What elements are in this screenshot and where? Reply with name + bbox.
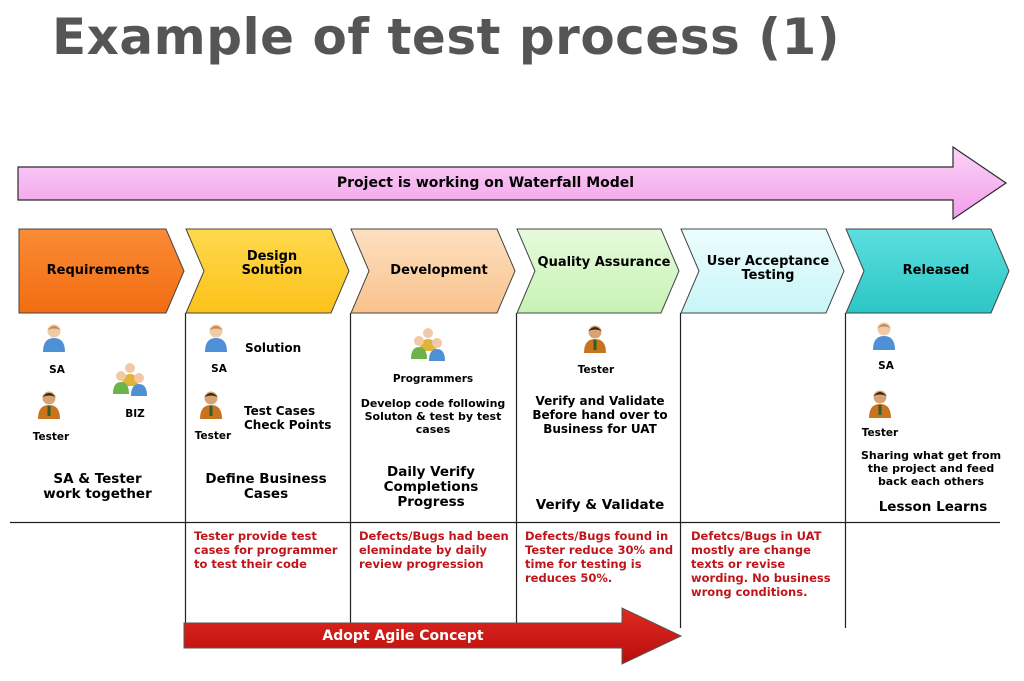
development-summary: Daily Verify Completions Progress: [383, 464, 479, 510]
person-icon-tester-qa: [584, 325, 606, 353]
phase-label-uat: User Acceptance Testing: [706, 254, 830, 283]
phase-label-qa: Quality Assurance: [537, 255, 671, 270]
group-icon-programmers: [411, 328, 445, 361]
page-title: Example of test process (1): [52, 8, 841, 66]
agile-arrow-label: Adopt Agile Concept: [322, 628, 484, 644]
person-icon-tester-design: [200, 391, 222, 419]
phase-released-chevron: [845, 228, 1010, 314]
phase-qa-chevron: [516, 228, 680, 314]
phase-uat-chevron: [680, 228, 845, 314]
sa-label: SA: [211, 363, 227, 375]
qa-summary: Verify & Validate: [535, 497, 665, 513]
person-icon-sa-requirements: [43, 324, 65, 352]
development-note: Defects/Bugs had been elemindate by dail…: [359, 529, 509, 571]
tester-label: Tester: [861, 427, 899, 439]
phase-design-chevron: [185, 228, 350, 314]
waterfall-arrow-label: Project is working on Waterfall Model: [336, 175, 635, 191]
phase-label-design: Design Solution: [241, 249, 303, 278]
sa-label: SA: [878, 360, 894, 372]
waterfall-arrow: [17, 145, 1008, 221]
person-icon-sa-design: [205, 324, 227, 352]
sa-label: SA: [49, 364, 65, 376]
solution-label: Solution: [245, 341, 302, 355]
programmers-label: Programmers: [392, 373, 474, 385]
test-cases-label: Test Cases Check Points: [244, 404, 332, 432]
uat-note: Defetcs/Bugs in UAT mostly are change te…: [691, 529, 831, 599]
development-description: Develop code following Soluton & test by…: [360, 397, 506, 436]
person-icon-tester-released: [869, 390, 891, 418]
phase-label-development: Development: [390, 263, 488, 278]
group-icon-biz: [113, 363, 147, 396]
phase-requirements-chevron: [18, 228, 185, 314]
biz-label: BIZ: [125, 408, 145, 420]
design-note: Tester provide test cases for programmer…: [194, 529, 338, 571]
design-summary: Define Business Cases: [205, 471, 327, 502]
person-icon-tester-requirements: [38, 391, 60, 419]
phase-label-released: Released: [902, 263, 970, 278]
agile-arrow: [183, 607, 683, 665]
requirements-summary: SA & Tester work together: [43, 471, 152, 502]
released-description: Sharing what get from the project and fe…: [860, 449, 1002, 488]
phase-label-requirements: Requirements: [46, 263, 150, 278]
tester-label: Tester: [577, 364, 615, 376]
phase-development-chevron: [350, 228, 516, 314]
person-icon-sa-released: [873, 322, 895, 350]
tester-label: Tester: [194, 430, 232, 442]
released-summary: Lesson Learns: [878, 499, 988, 515]
qa-description: Verify and Validate Before hand over to …: [532, 394, 668, 436]
qa-note: Defects/Bugs found in Tester reduce 30% …: [525, 529, 674, 585]
tester-label: Tester: [32, 431, 70, 443]
